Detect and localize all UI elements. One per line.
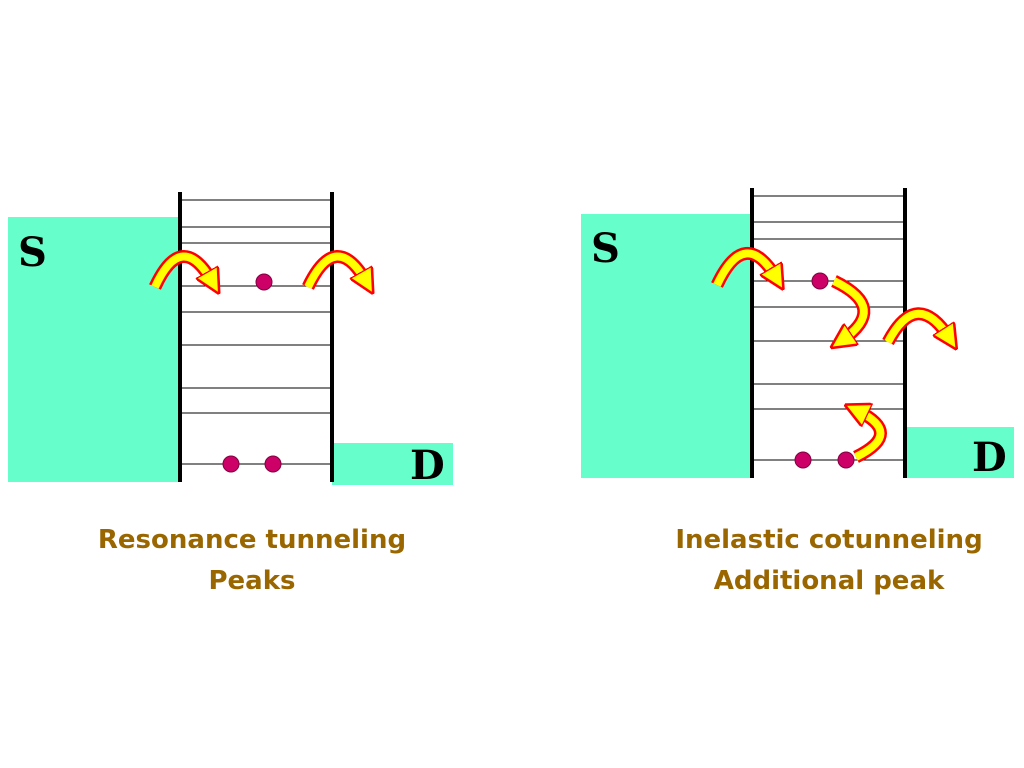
left-arrow-out [302, 250, 367, 287]
left-caption-line1: Resonance tunneling [98, 525, 406, 555]
electron [811, 272, 829, 290]
right-drain-label: D [972, 434, 1007, 481]
right-caption-line1: Inelastic cotunneling [675, 525, 982, 555]
right-caption-line2: Additional peak [714, 566, 945, 596]
electron [255, 273, 273, 291]
left-caption-line2: Peaks [208, 566, 295, 596]
right-arrow-out [882, 307, 950, 342]
right-panel: S D Inelastic cotunneling Additional pea… [581, 188, 1014, 596]
electron [837, 451, 855, 469]
left-source-lead [8, 217, 180, 482]
electron [794, 451, 812, 469]
left-energy-levels [180, 199, 332, 465]
left-drain-lead [332, 443, 453, 485]
left-arrow-in [149, 250, 213, 287]
electron [264, 455, 282, 473]
right-arrow-in [711, 246, 777, 285]
electron [222, 455, 240, 473]
right-energy-levels [752, 195, 905, 461]
right-source-label: S [591, 225, 620, 272]
right-drain-lead [905, 427, 1014, 478]
left-source-label: S [18, 229, 47, 276]
right-source-lead [581, 214, 752, 478]
right-arrow-relax [834, 275, 871, 341]
left-panel: S D Resonance tunneling Peaks [8, 192, 453, 596]
left-drain-label: D [410, 442, 445, 489]
right-arrow-excite [856, 410, 887, 463]
